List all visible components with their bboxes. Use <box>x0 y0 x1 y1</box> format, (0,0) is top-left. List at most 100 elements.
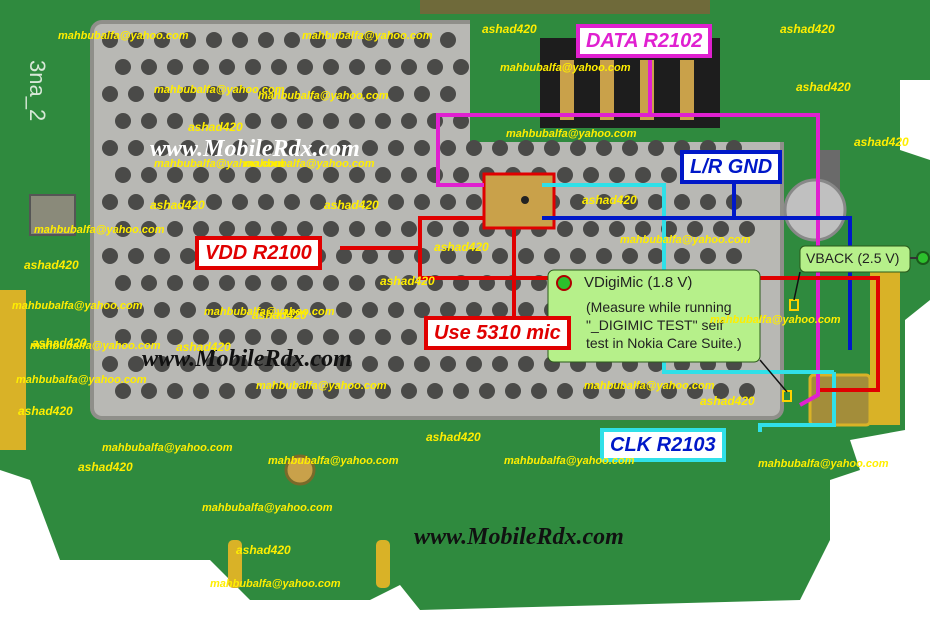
shield-hole <box>531 383 547 399</box>
shield-hole <box>388 32 404 48</box>
shield-hole <box>232 302 248 318</box>
shield-hole <box>401 113 417 129</box>
shield-hole <box>219 221 235 237</box>
shield-hole <box>414 32 430 48</box>
shield-hole <box>128 356 144 372</box>
shield-hole <box>284 194 300 210</box>
site-text-top: www.MobileRdx.com <box>150 136 360 162</box>
shield-hole <box>258 140 274 156</box>
shield-hole <box>336 32 352 48</box>
watermark-email: mahbubalfa@yahoo.com <box>202 502 333 514</box>
shield-hole <box>362 248 378 264</box>
shield-hole <box>115 221 131 237</box>
watermark-user: ashad420 <box>18 404 73 418</box>
shield-hole <box>596 194 612 210</box>
watermark-user: ashad420 <box>380 274 435 288</box>
shield-hole <box>583 221 599 237</box>
watermark-email: mahbubalfa@yahoo.com <box>210 578 341 590</box>
gold-pad-left <box>0 290 26 450</box>
watermark-email: mahbubalfa@yahoo.com <box>256 380 387 392</box>
shield-hole <box>635 383 651 399</box>
shield-hole <box>466 302 482 318</box>
shield-hole <box>284 140 300 156</box>
shield-hole <box>245 167 261 183</box>
shield-hole <box>154 248 170 264</box>
shield-hole <box>180 248 196 264</box>
shield-hole <box>206 32 222 48</box>
watermark-email: mahbubalfa@yahoo.com <box>58 30 189 42</box>
shield-hole <box>375 275 391 291</box>
watermark-email: mahbubalfa@yahoo.com <box>500 62 631 74</box>
shield-hole <box>284 32 300 48</box>
shield-hole <box>284 356 300 372</box>
shield-hole <box>245 221 261 237</box>
shield-hole <box>375 167 391 183</box>
shield-hole <box>440 302 456 318</box>
shield-hole <box>401 59 417 75</box>
shield-hole <box>518 248 534 264</box>
shield-hole <box>206 194 222 210</box>
shield-hole <box>427 221 443 237</box>
watermark-user: ashad420 <box>796 80 851 94</box>
shield-hole <box>180 356 196 372</box>
shield-hole <box>453 383 469 399</box>
shield-hole <box>193 59 209 75</box>
shield-hole <box>271 167 287 183</box>
shield-hole <box>141 275 157 291</box>
watermark-email: mahbubalfa@yahoo.com <box>30 340 161 352</box>
watermark-email: mahbubalfa@yahoo.com <box>302 30 433 42</box>
shield-hole <box>388 140 404 156</box>
shield-hole <box>271 275 287 291</box>
watermark-email: mahbubalfa@yahoo.com <box>506 128 637 140</box>
shield-hole <box>401 383 417 399</box>
shield-hole <box>518 140 534 156</box>
shield-hole <box>271 59 287 75</box>
shield-hole <box>414 140 430 156</box>
shield-hole <box>544 248 560 264</box>
shield-hole <box>219 59 235 75</box>
shield-hole <box>115 113 131 129</box>
shield-hole <box>271 329 287 345</box>
vdigmic-line-2: (Measure while running <box>586 299 732 315</box>
shield-hole <box>271 383 287 399</box>
shield-hole <box>323 59 339 75</box>
vdd-label: VDD R2100 <box>195 236 322 270</box>
shield-hole <box>362 194 378 210</box>
shield-hole <box>141 383 157 399</box>
shield-hole <box>297 59 313 75</box>
shield-hole <box>128 194 144 210</box>
watermark-email: mahbubalfa@yahoo.com <box>620 234 751 246</box>
watermark-email: mahbubalfa@yahoo.com <box>12 300 143 312</box>
shield-hole <box>141 221 157 237</box>
shield-hole <box>154 140 170 156</box>
clk-label: CLK R2103 <box>600 428 726 462</box>
watermark-email: mahbubalfa@yahoo.com <box>710 314 841 326</box>
vback-pad <box>783 178 847 242</box>
shield-hole <box>141 59 157 75</box>
shield-hole <box>154 32 170 48</box>
shield-hole <box>349 221 365 237</box>
watermark-user: ashad420 <box>426 430 481 444</box>
shield-hole <box>180 302 196 318</box>
shield-hole <box>414 302 430 318</box>
shield-hole <box>219 275 235 291</box>
shield-hole <box>193 383 209 399</box>
watermark-user: ashad420 <box>700 394 755 408</box>
shield-hole <box>128 32 144 48</box>
shield-hole <box>206 356 222 372</box>
shield-hole <box>375 113 391 129</box>
shield-hole <box>700 248 716 264</box>
shield-hole <box>323 221 339 237</box>
shield-hole <box>323 167 339 183</box>
lr-gnd-trace <box>542 180 852 350</box>
shield-hole <box>258 86 274 102</box>
shield-hole <box>258 356 274 372</box>
shield-hole <box>310 32 326 48</box>
shield-hole <box>583 167 599 183</box>
shield-hole <box>466 194 482 210</box>
shield-hole <box>297 275 313 291</box>
shield-hole <box>310 140 326 156</box>
shield-hole <box>414 194 430 210</box>
shield-hole <box>466 356 482 372</box>
shield-hole <box>427 383 443 399</box>
